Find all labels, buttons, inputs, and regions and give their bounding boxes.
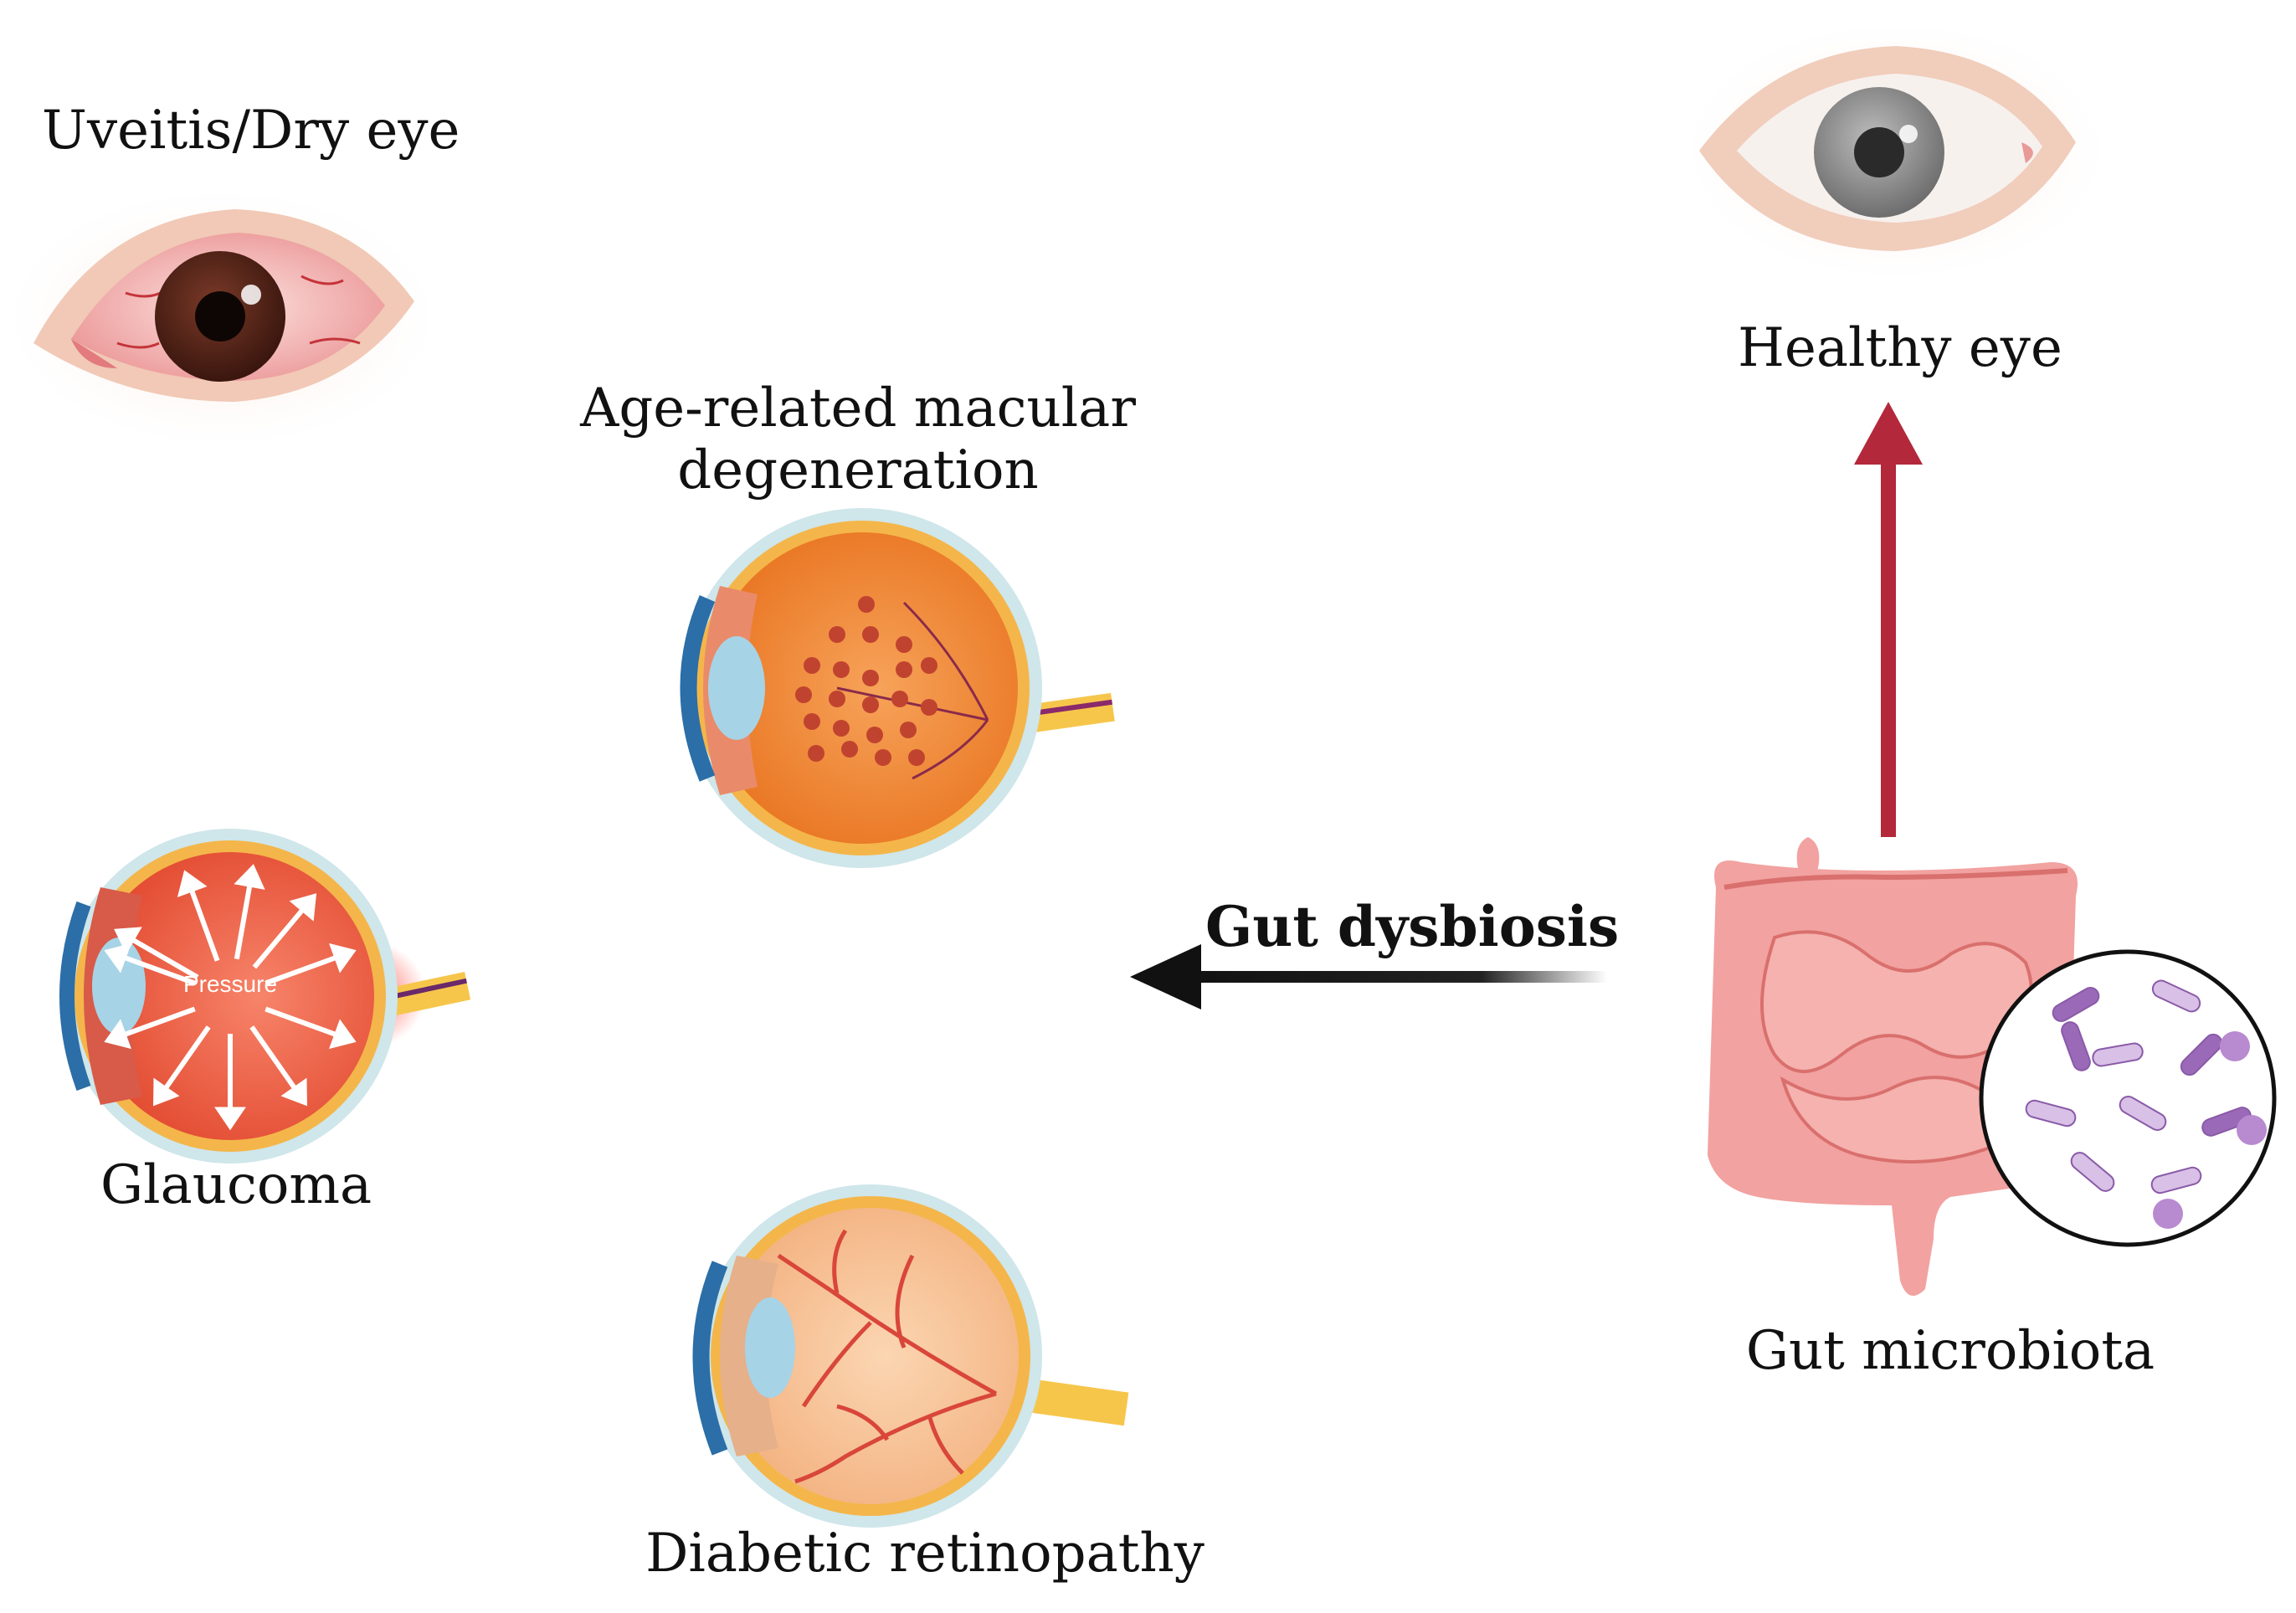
drusen-dot [808,745,824,762]
drusen-dot [804,657,820,674]
pressure-arrow [119,1006,196,1039]
amd-eye-icon [680,508,1115,868]
pressure-arrow [127,935,199,980]
drusen-dot [896,661,912,678]
bacterium [2061,1021,2091,1071]
glaucoma-label: Glaucoma [100,1154,372,1216]
amd-label: Age-related macular degeneration [580,378,1136,501]
drusen-dot [858,596,875,613]
bacterium [2070,1152,2115,1192]
drusen-dot [804,713,820,730]
bacterium [2180,1033,2223,1076]
pressure-arrowhead [280,1077,307,1107]
drusen-dot [900,722,917,738]
pressure-arrowhead [104,943,131,973]
diabetic-retinopathy-label: Diabetic retinopathy [645,1523,1205,1585]
bacteria-group [2025,979,2267,1229]
pressure-arrow [265,1006,342,1039]
coccus [2237,1115,2267,1145]
drusen-dot [862,696,879,713]
pressure-arrow [252,904,308,969]
black-arrow [1130,944,1607,1009]
pressure-arrowhead [177,870,208,897]
bacterium [2119,1096,2167,1131]
drusen-dot [862,670,879,686]
healthy-eye-label: Healthy eye [1738,317,2062,379]
uveitis-label: Uveitis/Dry eye [42,100,460,162]
bacterium [2092,1042,2144,1067]
drusen-dot [833,720,850,737]
pressure-arrow [187,885,220,962]
bacterium [2151,979,2201,1013]
pressure-arrow [119,953,196,986]
gut-dysbiosis-label: Gut dysbiosis [1205,894,1620,959]
drusen-dot [829,626,845,643]
bacterium [2201,1107,2252,1137]
gut-microbiota-label: Gut microbiota [1745,1320,2155,1382]
pressure-label: Pressure [183,971,277,997]
coccus [2220,1031,2250,1061]
pressure-arrowhead [214,1107,246,1131]
drusen-dot [896,636,912,653]
drusen-dot [908,749,925,766]
diabetic-eye-icon [692,1184,1129,1528]
coccus [2153,1199,2183,1229]
pressure-arrowhead [329,943,357,973]
drusen-dot [866,727,883,743]
pressure-arrowhead [329,1019,357,1050]
pressure-arrowhead [104,1019,131,1050]
drusen-dots [795,596,937,766]
bacterium [2150,1166,2202,1194]
drusen-dot [875,749,891,766]
drusen-dot [829,691,845,707]
red-arrow [1854,402,1923,837]
bacteria-magnifier-icon [1979,949,2277,1247]
bacterium [2025,1099,2077,1128]
pressure-arrow [234,880,254,960]
red-eye-icon [13,193,431,444]
pressure-arrow [161,1025,211,1094]
pressure-arrow [265,953,342,986]
drusen-dot [891,691,908,707]
drusen-dot [921,699,937,716]
intestine-icon [1708,837,2078,1296]
healthy-eye-icon [1691,25,2101,276]
pressure-arrowhead [289,893,317,922]
drusen-dot [921,657,937,674]
drusen-dot [795,686,812,703]
pressure-arrows [104,864,357,1131]
bacterium [2052,987,2100,1022]
pressure-arrowhead [234,864,265,890]
drusen-dot [841,741,858,758]
pressure-arrow [249,1025,300,1094]
pressure-arrowhead [153,1077,180,1107]
pressure-arrowhead [114,927,142,955]
drusen-dot [862,626,879,643]
drusen-dot [833,661,850,678]
